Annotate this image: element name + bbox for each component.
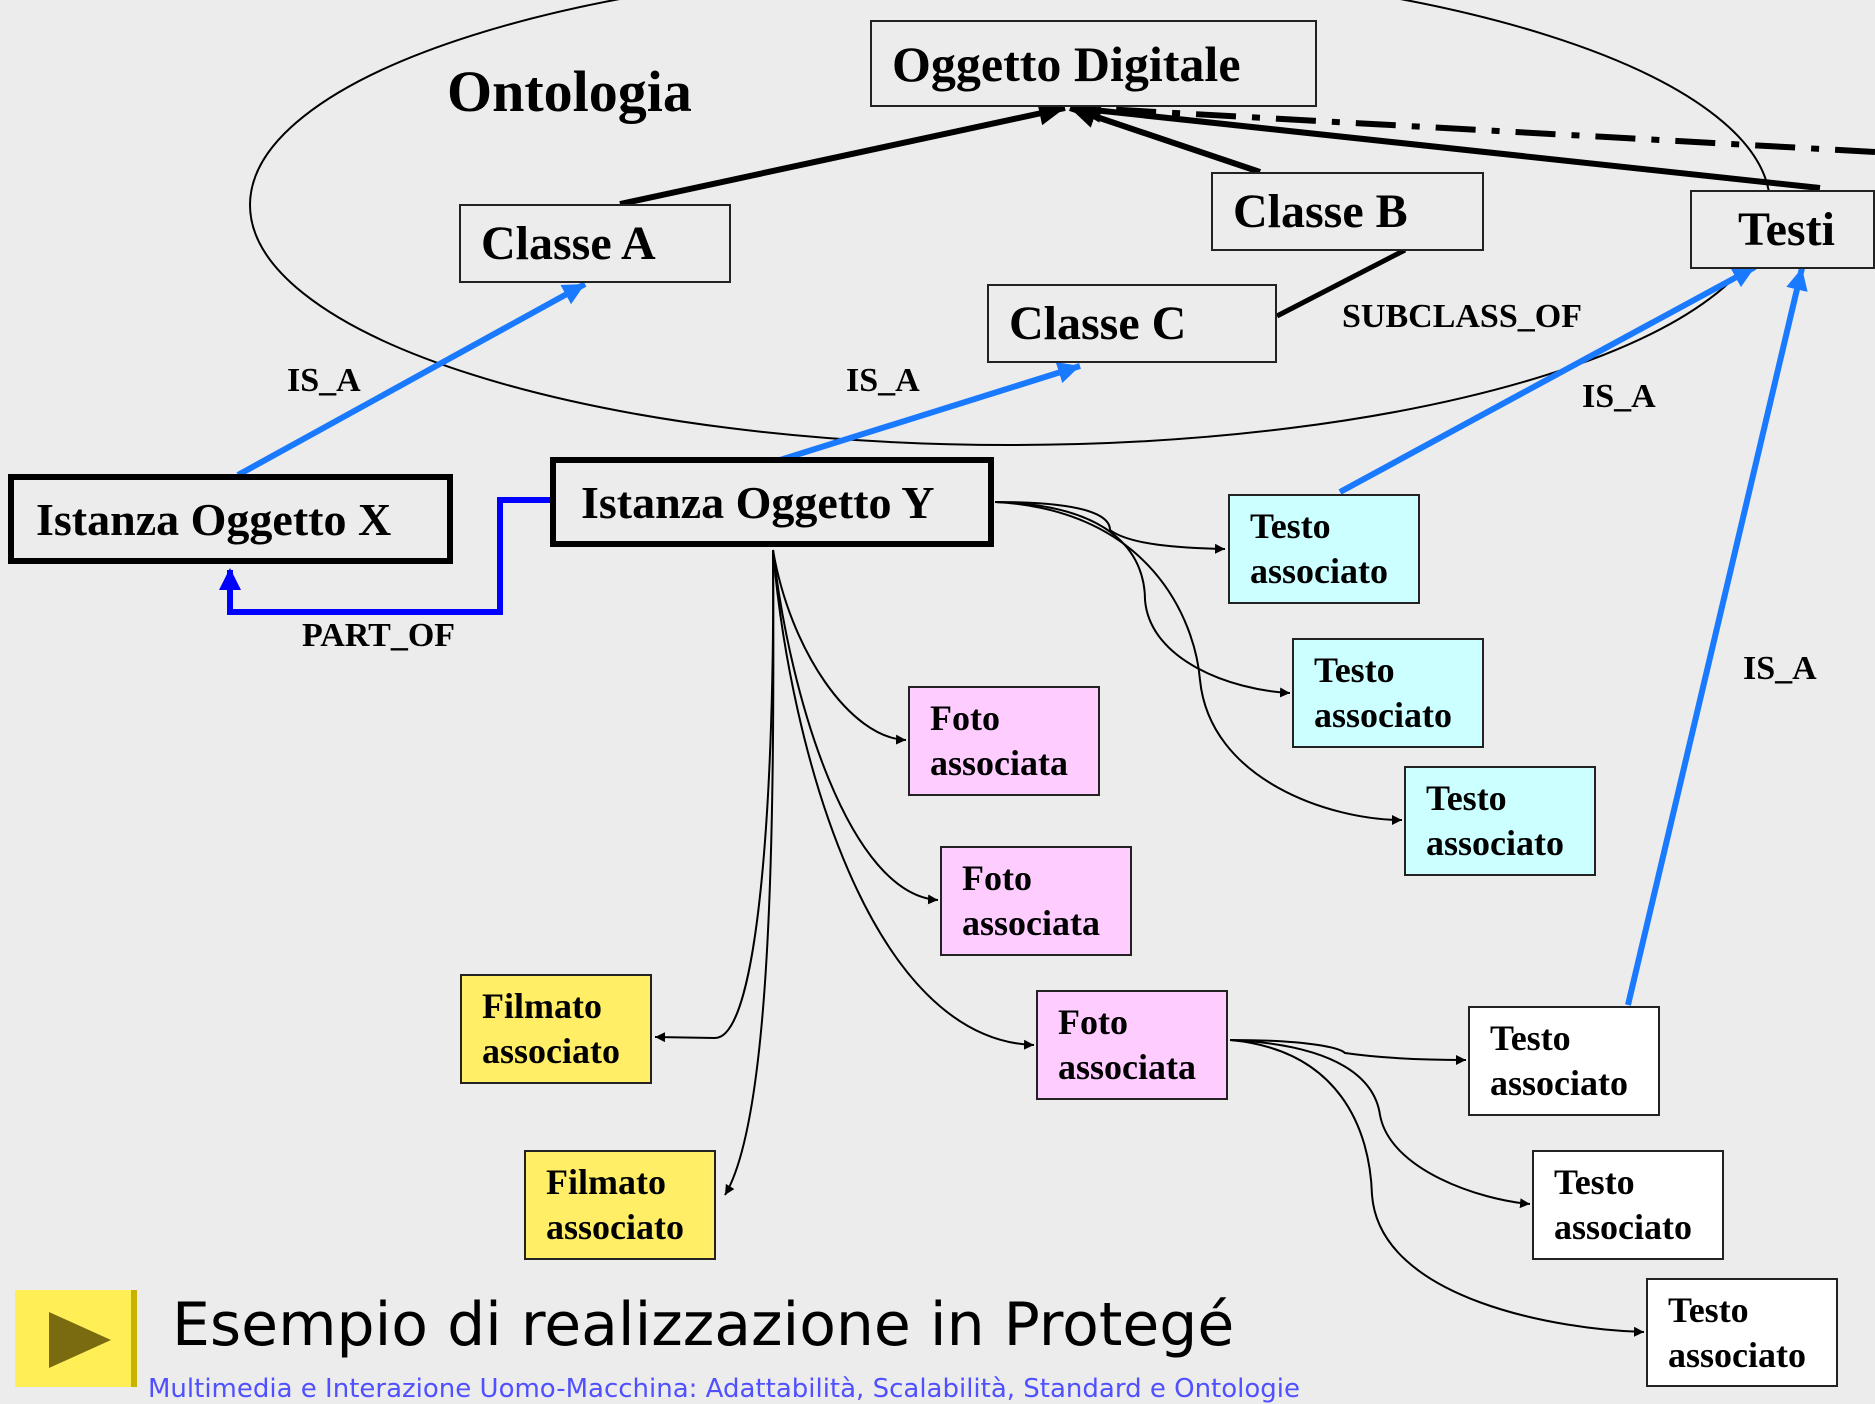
play-icon (49, 1312, 111, 1368)
class-testi[interactable]: Testi (1690, 190, 1875, 269)
class-classe-a[interactable]: Classe A (459, 204, 731, 283)
edge-y-to-foto-2 (772, 549, 939, 905)
label-subclass-of: SUBCLASS_OF (1342, 298, 1582, 335)
media-label-line2: associato (1668, 1334, 1806, 1375)
slide-footer: Multimedia e Interazione Uomo-Macchina: … (148, 1374, 1301, 1404)
slide-title: Esempio di realizzazione in Protegé (172, 1290, 1235, 1360)
media-label-line2: associato (1426, 823, 1564, 863)
edge-y-to-foto-1 (772, 549, 907, 745)
media-filmato-associato[interactable]: Filmato associato (460, 974, 652, 1084)
media-label-line1: Testo (1668, 1289, 1749, 1330)
edge-classe-c-to-classe-b (1275, 247, 1407, 319)
media-label-line1: Filmato (546, 1162, 666, 1202)
ontology-title: Ontologia (447, 59, 692, 124)
edge-part-of (219, 497, 553, 615)
class-classe-b[interactable]: Classe B (1211, 172, 1484, 251)
media-label-line2: associato (1314, 695, 1452, 735)
label-is-a-testo: IS_A (1582, 378, 1656, 415)
edge-dashed-to-oggetto (1084, 105, 1875, 155)
edge-testo1-is-a-testi (1338, 264, 1757, 495)
edge-y-to-testo-1 (994, 501, 1226, 554)
class-classe-c[interactable]: Classe C (987, 284, 1277, 363)
edge-foto3-to-testo-w2 (1229, 1039, 1531, 1209)
instance-oggetto-x[interactable]: Istanza Oggetto X (8, 474, 453, 564)
media-label-line1: Testo (1490, 1018, 1571, 1058)
media-label-line1: Foto (962, 858, 1032, 898)
media-foto-associata[interactable]: Foto associata (908, 686, 1100, 796)
media-foto-associata[interactable]: Foto associata (940, 846, 1132, 956)
label-part-of: PART_OF (302, 617, 456, 654)
label-is-a-y: IS_A (846, 362, 920, 399)
media-label-line1: Foto (930, 698, 1000, 738)
label-is-a-testo-w: IS_A (1743, 650, 1817, 687)
media-testo-associato[interactable]: Testo associato (1532, 1150, 1724, 1260)
media-testo-associato[interactable]: Testo associato (1228, 494, 1420, 604)
media-foto-associata[interactable]: Foto associata (1036, 990, 1228, 1100)
media-testo-associato[interactable]: Testo associato (1468, 1006, 1660, 1116)
media-label-line2: associata (930, 743, 1068, 783)
label-is-a-x: IS_A (287, 362, 361, 399)
instance-oggetto-y[interactable]: Istanza Oggetto Y (550, 457, 994, 547)
media-testo-associato[interactable]: Testo associato (1292, 638, 1484, 748)
media-label-line2: associato (1250, 551, 1388, 591)
media-label-line2: associato (1554, 1207, 1692, 1247)
media-label-line1: Filmato (482, 986, 602, 1026)
media-label-line2: associato (482, 1031, 620, 1071)
media-label-line1: Testo (1426, 778, 1507, 818)
edge-istanza-x-is-a-classe-a (236, 281, 587, 478)
edge-istanza-y-is-a-classe-c (779, 362, 1081, 463)
edge-classe-a-to-oggetto (619, 101, 1066, 207)
edge-testi-to-oggetto (1074, 98, 1821, 191)
edge-foto3-to-testo-w1 (1229, 1039, 1467, 1065)
edge-y-to-testo-3 (994, 501, 1403, 825)
edge-testo-w1-is-a-testi (1625, 267, 1808, 1006)
media-filmato-associato[interactable]: Filmato associato (524, 1150, 716, 1260)
edge-y-to-filmato-1 (654, 549, 775, 1043)
edge-y-to-filmato-2 (724, 549, 775, 1196)
media-label-line1: Foto (1058, 1002, 1128, 1042)
class-oggetto-digitale[interactable]: Oggetto Digitale (870, 20, 1317, 107)
media-label-line2: associata (1058, 1047, 1196, 1087)
media-label-line2: associata (962, 903, 1100, 943)
media-label-line1: Testo (1314, 650, 1395, 690)
edge-foto3-to-testo-w3 (1229, 1039, 1645, 1337)
play-button[interactable] (15, 1290, 137, 1387)
media-testo-associato[interactable]: Testo associato (1404, 766, 1596, 876)
edge-y-to-testo-2 (994, 501, 1291, 698)
edge-y-to-foto-3 (772, 549, 1035, 1050)
media-label-line1: Testo (1250, 506, 1331, 546)
media-label-line1: Testo (1554, 1162, 1635, 1202)
media-label-line2: associato (1490, 1063, 1628, 1103)
media-label-line2: associato (546, 1207, 684, 1247)
